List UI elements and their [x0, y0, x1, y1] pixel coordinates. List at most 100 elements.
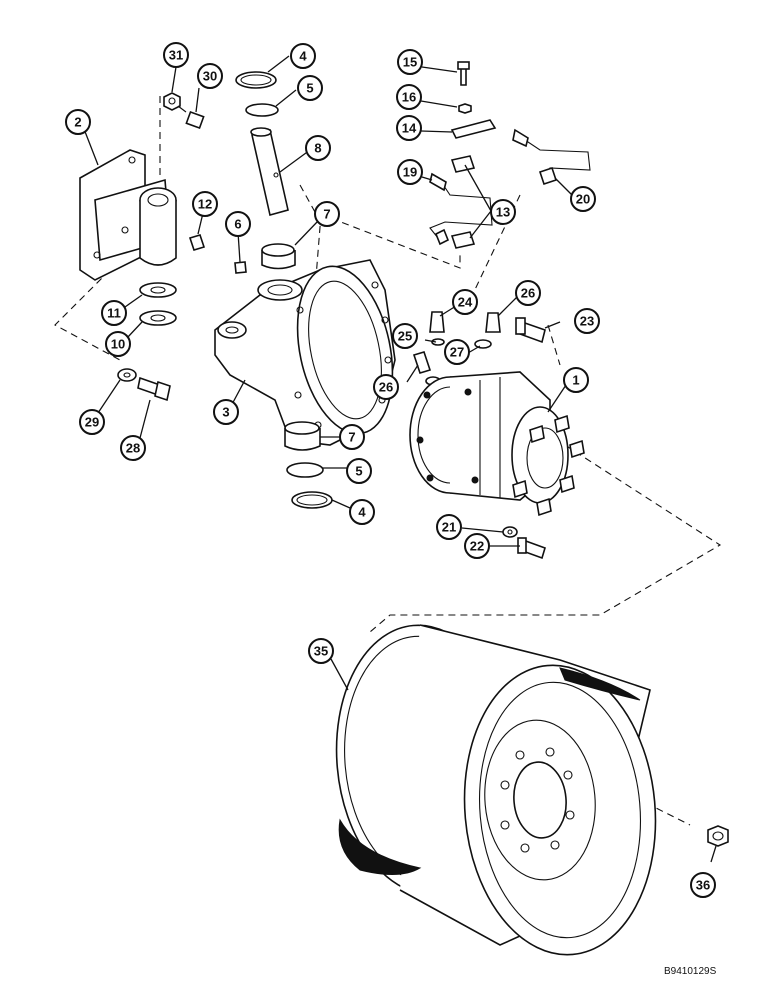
- callout-5-bottom: 5: [346, 458, 372, 484]
- svg-text:2: 2: [74, 115, 81, 130]
- svg-text:16: 16: [402, 90, 416, 105]
- bolt-part-28: [137, 376, 171, 402]
- knuckle-housing-part-3: [214, 259, 396, 446]
- svg-text:15: 15: [403, 55, 417, 70]
- callout-21: 21: [436, 514, 462, 540]
- callout-12: 12: [192, 191, 218, 217]
- nut-part-16: [458, 103, 472, 114]
- wheel-motor-part-1: [409, 371, 585, 517]
- callout-30: 30: [197, 63, 223, 89]
- washer-part-21: [502, 526, 518, 538]
- svg-text:30: 30: [203, 69, 217, 84]
- svg-text:36: 36: [696, 878, 710, 893]
- svg-text:25: 25: [398, 329, 412, 344]
- callout-1: 1: [563, 367, 589, 393]
- svg-text:14: 14: [402, 121, 417, 136]
- svg-text:29: 29: [85, 415, 99, 430]
- callout-26-top: 26: [515, 280, 541, 306]
- callout-36: 36: [690, 872, 716, 898]
- callout-16: 16: [396, 84, 422, 110]
- callout-14: 14: [396, 115, 422, 141]
- svg-text:22: 22: [470, 539, 484, 554]
- svg-text:21: 21: [442, 520, 456, 535]
- svg-text:23: 23: [580, 314, 594, 329]
- washer-part-11: [139, 282, 177, 298]
- svg-text:27: 27: [450, 345, 464, 360]
- svg-text:35: 35: [314, 644, 328, 659]
- svg-text:7: 7: [323, 207, 330, 222]
- snap-ring-part-4-top: [235, 71, 277, 89]
- svg-text:6: 6: [234, 217, 241, 232]
- hydraulic-tube-part-19: [429, 172, 493, 246]
- callout-11: 11: [101, 300, 127, 326]
- callout-7-bottom: 7: [339, 424, 365, 450]
- hydraulic-tube-part-20: [512, 128, 591, 186]
- svg-text:20: 20: [576, 192, 590, 207]
- callout-10: 10: [105, 331, 131, 357]
- callout-26-bottom: 26: [373, 374, 399, 400]
- callout-5-top: 5: [297, 75, 323, 101]
- bolt-part-30: [177, 105, 205, 130]
- svg-text:19: 19: [403, 165, 417, 180]
- callout-20: 20: [570, 186, 596, 212]
- grease-fitting-part-6: [234, 261, 247, 274]
- bolt-part-15: [457, 61, 470, 86]
- svg-text:7: 7: [348, 430, 355, 445]
- svg-text:10: 10: [111, 337, 125, 352]
- svg-text:26: 26: [379, 380, 393, 395]
- svg-text:5: 5: [306, 81, 313, 96]
- callout-29: 29: [79, 409, 105, 435]
- nut-part-31: [163, 92, 181, 111]
- svg-text:13: 13: [496, 205, 510, 220]
- svg-text:5: 5: [355, 464, 362, 479]
- bushing-part-7-top: [261, 243, 296, 270]
- callout-13: 13: [490, 199, 516, 225]
- callout-3: 3: [213, 399, 239, 425]
- svg-text:8: 8: [314, 141, 321, 156]
- callout-24: 24: [452, 289, 478, 315]
- leader-lines: [83, 55, 717, 863]
- bushing-part-7-bottom: [284, 421, 321, 451]
- disc-part-5-bottom: [286, 462, 324, 478]
- pivot-pin-part-8: [250, 127, 289, 216]
- callout-4-bottom: 4: [349, 499, 375, 525]
- svg-text:11: 11: [107, 306, 121, 321]
- svg-text:1: 1: [572, 373, 579, 388]
- wheel-rim-part-35: [335, 624, 657, 956]
- set-screw-part-12: [188, 234, 206, 251]
- callout-35: 35: [308, 638, 334, 664]
- callout-6: 6: [225, 211, 251, 237]
- callout-8: 8: [305, 135, 331, 161]
- drawing-reference-code: B9410129S: [664, 966, 717, 977]
- callout-25: 25: [392, 323, 418, 349]
- callout-7-top: 7: [314, 201, 340, 227]
- nut-part-36: [707, 825, 729, 847]
- clamp-bar-part-14: [450, 119, 497, 139]
- svg-text:4: 4: [358, 505, 366, 520]
- svg-text:4: 4: [299, 49, 307, 64]
- callout-23: 23: [574, 308, 600, 334]
- svg-text:12: 12: [198, 197, 212, 212]
- svg-text:3: 3: [222, 405, 229, 420]
- bolt-part-23: [515, 317, 546, 344]
- callout-22: 22: [464, 533, 490, 559]
- svg-text:28: 28: [126, 441, 140, 456]
- svg-text:31: 31: [169, 48, 183, 63]
- callout-27: 27: [444, 339, 470, 365]
- callout-28: 28: [120, 435, 146, 461]
- callout-2: 2: [65, 109, 91, 135]
- fitting-part-24: [429, 311, 445, 333]
- washer-part-10: [139, 310, 177, 326]
- callout-19: 19: [397, 159, 423, 185]
- disc-part-5-top: [245, 103, 279, 117]
- callout-15: 15: [397, 49, 423, 75]
- svg-text:24: 24: [458, 295, 473, 310]
- snap-ring-part-4-bottom: [291, 491, 333, 509]
- mounting-bracket-part-2: [79, 149, 177, 281]
- clamp-block-part-13: [450, 155, 476, 249]
- fitting-part-26-top: [485, 312, 501, 333]
- bolt-part-22: [517, 537, 546, 560]
- svg-text:26: 26: [521, 286, 535, 301]
- callout-31: 31: [163, 42, 189, 68]
